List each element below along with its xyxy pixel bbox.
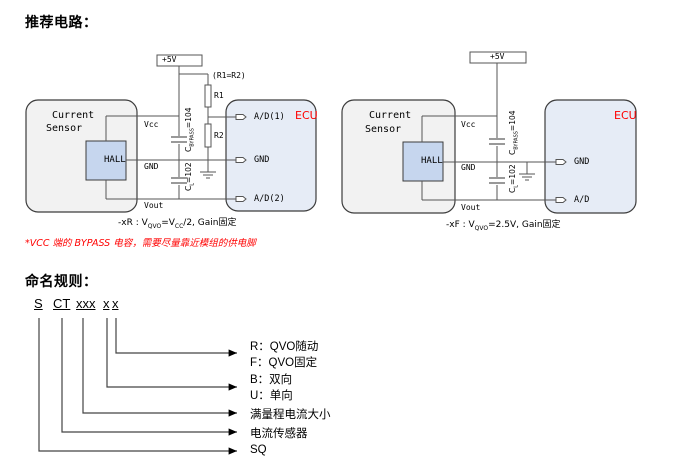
left-sensor-label-2: Sensor (46, 123, 83, 134)
left-ground-icon (200, 171, 216, 179)
resistor-r2 (204, 123, 212, 148)
resistor-r1 (204, 84, 212, 108)
pin-connector-icon (235, 157, 247, 163)
left-ecu-pin-ad1: A/D(1) (254, 112, 285, 122)
left-ecu-label: ECU (295, 109, 318, 122)
pin-connector-icon (235, 196, 247, 202)
right-cap-bypass-label: CBYPASS=104 (508, 110, 520, 155)
left-cap-bypass-label: CBYPASS=104 (184, 107, 196, 152)
right-supply-box (469, 51, 527, 64)
right-sensor-box (341, 99, 456, 214)
left-vcc-label: Vcc (144, 120, 159, 129)
r1-label: R1 (214, 91, 224, 100)
bypass-note: *VCC 端的 BYPASS 电容，需要尽量靠近模组的供电脚 (25, 238, 256, 249)
left-circuit (25, 54, 317, 213)
left-ecu-pin-ad2: A/D(2) (254, 194, 285, 204)
left-ecu-pin-gnd: GND (254, 155, 270, 165)
pin-connector-icon (235, 114, 247, 120)
resistor-ratio-label: (R1=R2) (212, 71, 246, 80)
left-vout-label: Vout (144, 201, 164, 210)
right-ground-icon (519, 173, 535, 181)
legend-current-sensor: 电流传感器 (250, 428, 308, 440)
legend-qvo-r: R：QVO随动 (250, 341, 319, 353)
right-ecu-box (544, 99, 637, 214)
right-sensor-label-2: Sensor (365, 124, 402, 135)
left-caption: -xR : VQVO=VCC/2, Gain固定 (118, 218, 237, 230)
legend-sq: SQ (250, 444, 267, 456)
left-gnd-label: GND (144, 162, 159, 171)
left-cap-load-label: CL=102 (184, 162, 196, 191)
circuit-heading: 推荐电路： (25, 15, 98, 31)
right-sensor-label-1: Current (369, 110, 412, 121)
left-hall-label: HALL (104, 155, 126, 165)
right-vout-label: Vout (461, 203, 481, 212)
left-sensor-box (25, 99, 138, 213)
right-ecu-pin-gnd: GND (574, 157, 590, 167)
code-part-ct: CT (53, 296, 71, 311)
legend-qvo-f: F：QVO固定 (250, 357, 318, 369)
right-caption: -xF : VQVO=2.5V, Gain固定 (446, 220, 561, 232)
pin-connector-icon (555, 197, 567, 203)
right-supply-label: +5V (490, 52, 505, 61)
r2-label: R2 (214, 131, 224, 140)
left-supply-label: +5V (162, 55, 177, 64)
pin-connector-icon (555, 159, 567, 165)
right-gnd-label: GND (461, 163, 476, 172)
legend-dir-b: B：双向 (250, 374, 293, 386)
code-part-s: S (34, 296, 43, 311)
left-sensor-label-1: Current (52, 110, 95, 121)
right-cap-load-label: CL=102 (508, 164, 520, 193)
left-ecu-box (225, 99, 317, 212)
naming-heading: 命名规则： (25, 274, 98, 290)
naming-tree (38, 318, 237, 455)
right-ecu-label: ECU (614, 109, 637, 122)
code-part-direction: x (103, 296, 110, 311)
legend-full-scale: 满量程电流大小 (250, 409, 331, 421)
right-ecu-pin-ad: A/D (574, 195, 590, 205)
code-part-xxx: xxx (76, 296, 96, 311)
right-hall-label: HALL (421, 156, 443, 166)
right-circuit (341, 51, 637, 214)
legend-dir-u: U：单向 (250, 390, 293, 402)
right-hall-chip (402, 141, 444, 182)
code-part-qvo: x (112, 296, 119, 311)
right-vcc-label: Vcc (461, 120, 476, 129)
